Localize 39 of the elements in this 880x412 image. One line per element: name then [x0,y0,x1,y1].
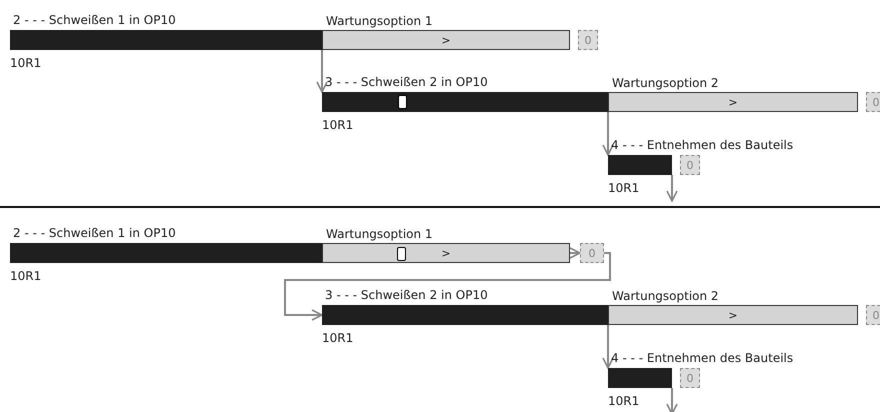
count-label: 0 [872,308,880,322]
count-label: 0 [588,246,596,260]
task-label: 2 - - - Schweißen 1 in OP10 [13,13,176,27]
task-label: Wartungsoption 2 [612,289,719,303]
count-label: 0 [872,96,880,108]
resource-label: 10R1 [322,331,354,345]
task-label: 4 - - - Entnehmen des Bauteils [611,138,794,152]
task-label: 3 - - - Schweißen 2 in OP10 [325,288,488,302]
resource-label: 10R1 [322,118,354,132]
task-label: Wartungsoption 2 [612,76,719,90]
arrow [316,50,328,93]
arrow [602,325,614,369]
resource-label: 10R1 [10,269,42,283]
counter-box [866,305,880,325]
count-label: 0 [584,34,592,46]
arrow [602,112,614,156]
chevron-label: > [728,96,738,108]
resource-label: 10R1 [10,56,42,70]
resource-label: 10R1 [608,394,640,408]
count-label: 0 [686,158,694,172]
chevron-label: > [728,308,738,322]
counter-box [680,155,700,175]
arrow [666,175,678,202]
counter-box [580,243,604,263]
arrow [569,247,581,259]
counter-box [866,92,880,112]
resource-label: 10R1 [608,181,640,195]
task-label: 3 - - - Schweißen 2 in OP10 [325,75,488,89]
task-label: Wartungsoption 1 [326,227,433,241]
arrow [284,252,611,321]
chevron-label: > [441,246,451,260]
chevron-label: > [441,34,451,46]
task-label: 2 - - - Schweißen 1 in OP10 [13,226,176,240]
task-label: Wartungsoption 1 [326,14,433,28]
counter-box [578,30,598,50]
arrow [666,388,678,412]
counter-box [680,368,700,388]
count-label: 0 [686,372,694,384]
task-label: 4 - - - Entnehmen des Bauteils [611,351,794,365]
